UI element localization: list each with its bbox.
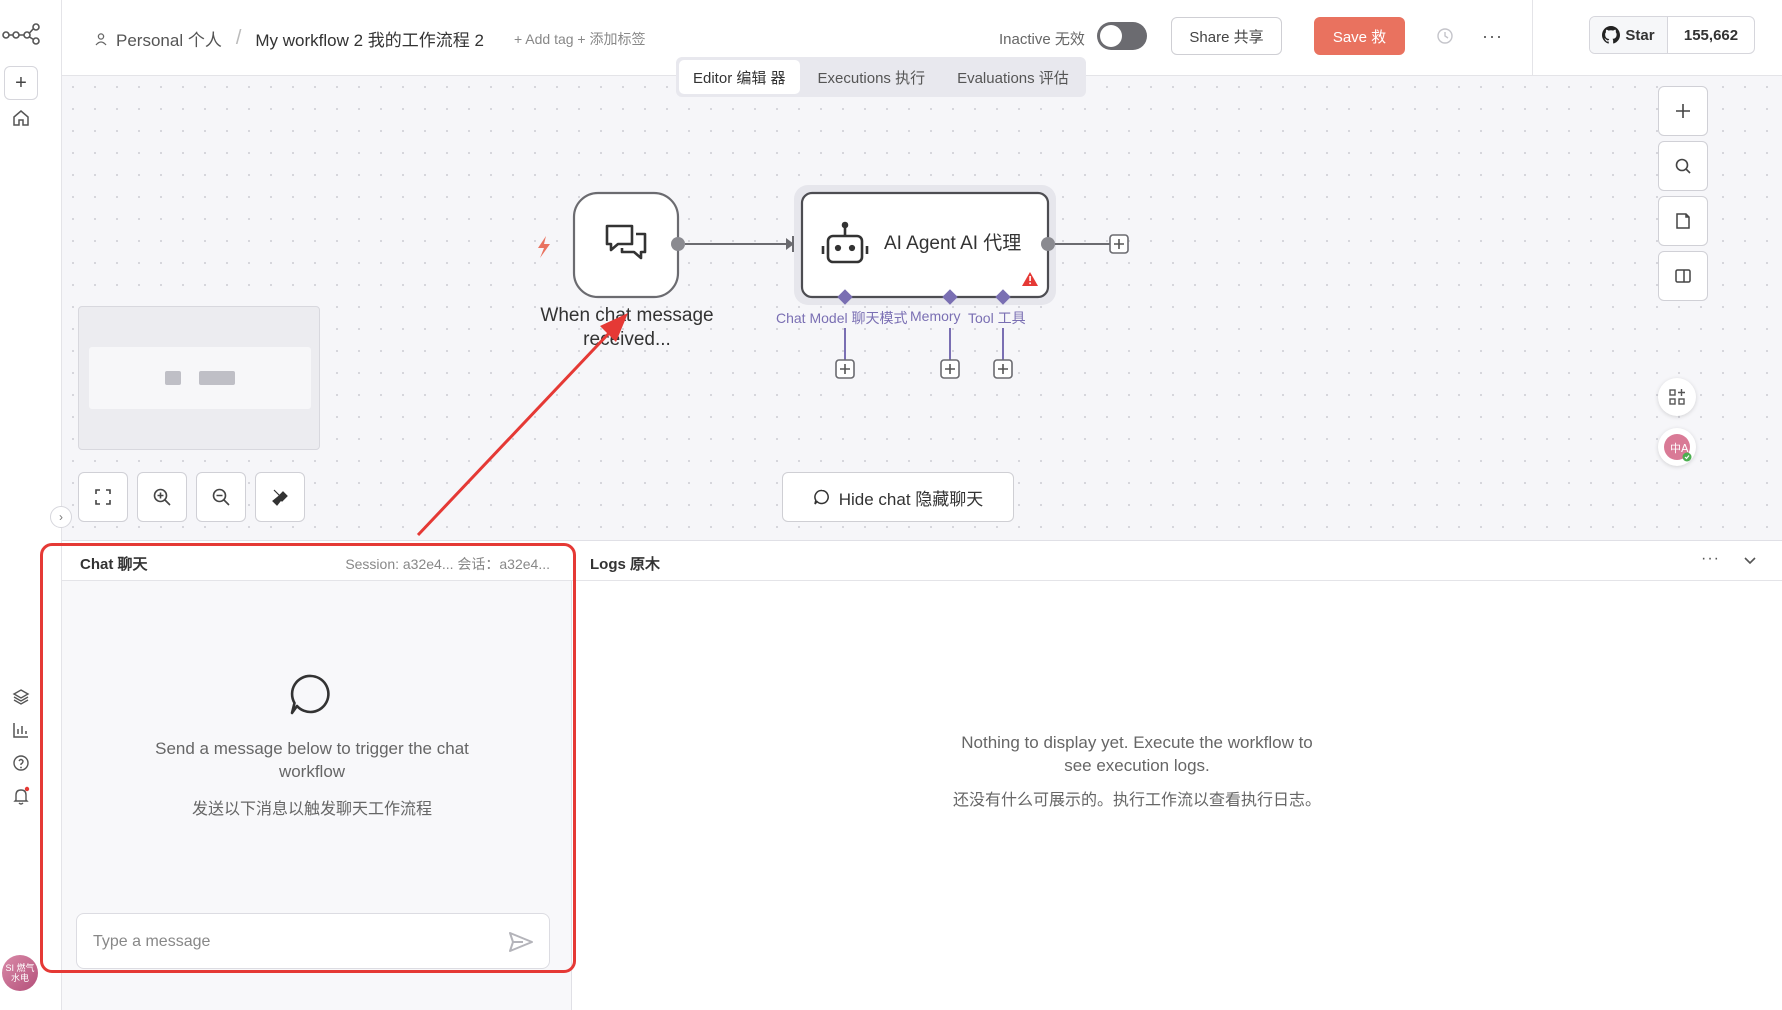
connection-arrowhead bbox=[786, 238, 794, 250]
notifications-bell-icon[interactable] bbox=[10, 785, 32, 807]
more-options-icon[interactable]: ··· bbox=[1482, 26, 1503, 46]
minimap-node bbox=[199, 371, 235, 385]
hide-chat-button[interactable]: Hide chat 隐藏聊天 bbox=[782, 472, 1014, 522]
logs-more-options-icon[interactable]: ··· bbox=[1701, 550, 1720, 567]
breadcrumb-separator: / bbox=[235, 27, 242, 49]
chat-message-input[interactable] bbox=[93, 930, 473, 954]
zoom-out-button[interactable] bbox=[196, 472, 246, 522]
tool-connector-label[interactable]: Tool 工具 bbox=[968, 310, 1026, 326]
fit-view-button[interactable] bbox=[78, 472, 128, 522]
note-icon bbox=[1676, 213, 1690, 229]
logs-empty-message-zh: 还没有什么可展示的。执行工作流以查看执行日志。 bbox=[952, 792, 1321, 809]
chat-panel-title: Chat 聊天 bbox=[80, 556, 148, 573]
tidy-up-button[interactable] bbox=[255, 472, 305, 522]
github-star-label: Star bbox=[1625, 26, 1655, 44]
trigger-bolt-icon bbox=[538, 236, 550, 258]
translate-icon: 中A bbox=[1664, 434, 1692, 462]
chat-bubble-icon bbox=[813, 489, 829, 505]
tab-evaluations[interactable]: Evaluations 评估 bbox=[957, 69, 1069, 87]
broom-icon bbox=[272, 489, 288, 506]
github-star-count: 155,662 bbox=[1683, 26, 1739, 44]
github-icon bbox=[1602, 26, 1621, 44]
chat-panel-header: Chat 聊天 Session: a32e4... 会话：a32e4... bbox=[62, 541, 572, 581]
zoom-in-icon bbox=[153, 488, 171, 506]
zoom-in-button[interactable] bbox=[137, 472, 187, 522]
create-button[interactable]: + bbox=[4, 66, 38, 100]
trigger-node-label: When chat message received... bbox=[532, 304, 722, 352]
bottom-panel: Chat 聊天 Session: a32e4... 会话：a32e4... Se… bbox=[62, 540, 1782, 1010]
chat-panel: Chat 聊天 Session: a32e4... 会话：a32e4... Se… bbox=[62, 541, 572, 1010]
agent-output-handle bbox=[1041, 237, 1055, 251]
sidebar-panel-icon bbox=[1675, 269, 1691, 283]
fit-view-icon bbox=[95, 489, 111, 505]
workflow-canvas[interactable]: When chat message received... AI Agent A… bbox=[62, 76, 1782, 540]
apps-grid-icon bbox=[1669, 389, 1685, 405]
chat-model-connector-label[interactable]: Chat Model 聊天模式 bbox=[776, 310, 908, 326]
owner-link[interactable]: Personal 个人 bbox=[116, 31, 222, 50]
trigger-label-line1: When chat message bbox=[540, 305, 714, 326]
translate-button[interactable]: 中A bbox=[1658, 428, 1696, 466]
chat-input-box[interactable] bbox=[76, 913, 550, 969]
logs-panel-title: Logs 原木 bbox=[590, 556, 660, 573]
apps-grid-button[interactable] bbox=[1658, 378, 1696, 416]
history-icon[interactable] bbox=[1435, 26, 1455, 46]
add-tag-button[interactable]: + Add tag + 添加标签 bbox=[513, 30, 646, 47]
templates-icon[interactable] bbox=[10, 686, 32, 708]
github-star-button[interactable]: Star bbox=[1590, 17, 1668, 53]
chat-bubble-empty-icon bbox=[290, 674, 330, 715]
agent-node-label: AI Agent AI 代理 bbox=[884, 233, 1022, 254]
svg-text:中A: 中A bbox=[1670, 442, 1689, 455]
trigger-label-line2: received... bbox=[583, 329, 671, 350]
logs-empty-message: Nothing to display yet. Execute the work… bbox=[961, 733, 1313, 775]
zoom-out-icon bbox=[212, 488, 230, 506]
search-nodes-button[interactable] bbox=[1658, 141, 1708, 191]
minimap-node bbox=[165, 371, 181, 385]
tab-executions[interactable]: Executions 执行 bbox=[817, 69, 926, 87]
active-toggle[interactable] bbox=[1097, 22, 1147, 50]
left-sidebar: + SI 燃气 水电 bbox=[0, 0, 62, 1010]
header-divider bbox=[1532, 0, 1533, 76]
memory-connector-label[interactable]: Memory bbox=[910, 308, 961, 324]
expand-sidebar-button[interactable]: › bbox=[50, 506, 72, 528]
insights-icon[interactable] bbox=[10, 719, 32, 741]
trigger-output-handle bbox=[671, 237, 685, 251]
active-status-label: Inactive 无效 bbox=[999, 31, 1085, 48]
toggle-knob bbox=[1100, 25, 1122, 47]
workflow-name[interactable]: My workflow 2 我的工作流程 2 bbox=[255, 31, 484, 50]
chat-empty-message-zh: 发送以下消息以触发聊天工作流程 bbox=[191, 801, 432, 818]
chat-trigger-icon bbox=[605, 224, 647, 260]
canvas-minimap[interactable] bbox=[78, 306, 320, 450]
chat-empty-message: Send a message below to trigger the chat… bbox=[155, 739, 469, 781]
breadcrumb: Personal 个人 / My workflow 2 我的工作流程 2 + A… bbox=[94, 26, 646, 51]
sticky-note-button[interactable] bbox=[1658, 196, 1708, 246]
sub-add-buttons bbox=[835, 359, 1013, 379]
send-icon[interactable] bbox=[507, 928, 535, 956]
share-button[interactable]: Share 共享 bbox=[1171, 17, 1282, 55]
add-node-button[interactable] bbox=[1658, 86, 1708, 136]
home-icon[interactable] bbox=[10, 107, 32, 129]
user-icon bbox=[95, 32, 107, 45]
chevron-down-icon[interactable] bbox=[1740, 550, 1760, 570]
search-icon bbox=[1675, 158, 1691, 174]
user-avatar[interactable]: SI 燃气 水电 bbox=[2, 955, 38, 991]
view-tabs: Editor 编辑 器 Executions 执行 Evaluations 评估 bbox=[676, 57, 1086, 97]
n8n-logo-icon[interactable] bbox=[2, 20, 40, 46]
toggle-panel-button[interactable] bbox=[1658, 251, 1708, 301]
session-id[interactable]: Session: a32e4... 会话：a32e4... bbox=[345, 556, 550, 572]
tab-editor[interactable]: Editor 编辑 器 bbox=[679, 60, 800, 94]
robot-icon bbox=[821, 221, 869, 264]
logs-panel-header: Logs 原木 ··· bbox=[572, 541, 1782, 581]
help-icon[interactable] bbox=[10, 752, 32, 774]
sub-connections bbox=[837, 289, 1011, 360]
plus-icon bbox=[1676, 104, 1690, 118]
save-button[interactable]: Save 救 bbox=[1314, 17, 1405, 55]
hide-chat-label: Hide chat 隐藏聊天 bbox=[838, 489, 984, 509]
github-star-widget[interactable]: Star 155,662 bbox=[1589, 16, 1755, 54]
workflow-graph bbox=[538, 185, 1129, 379]
